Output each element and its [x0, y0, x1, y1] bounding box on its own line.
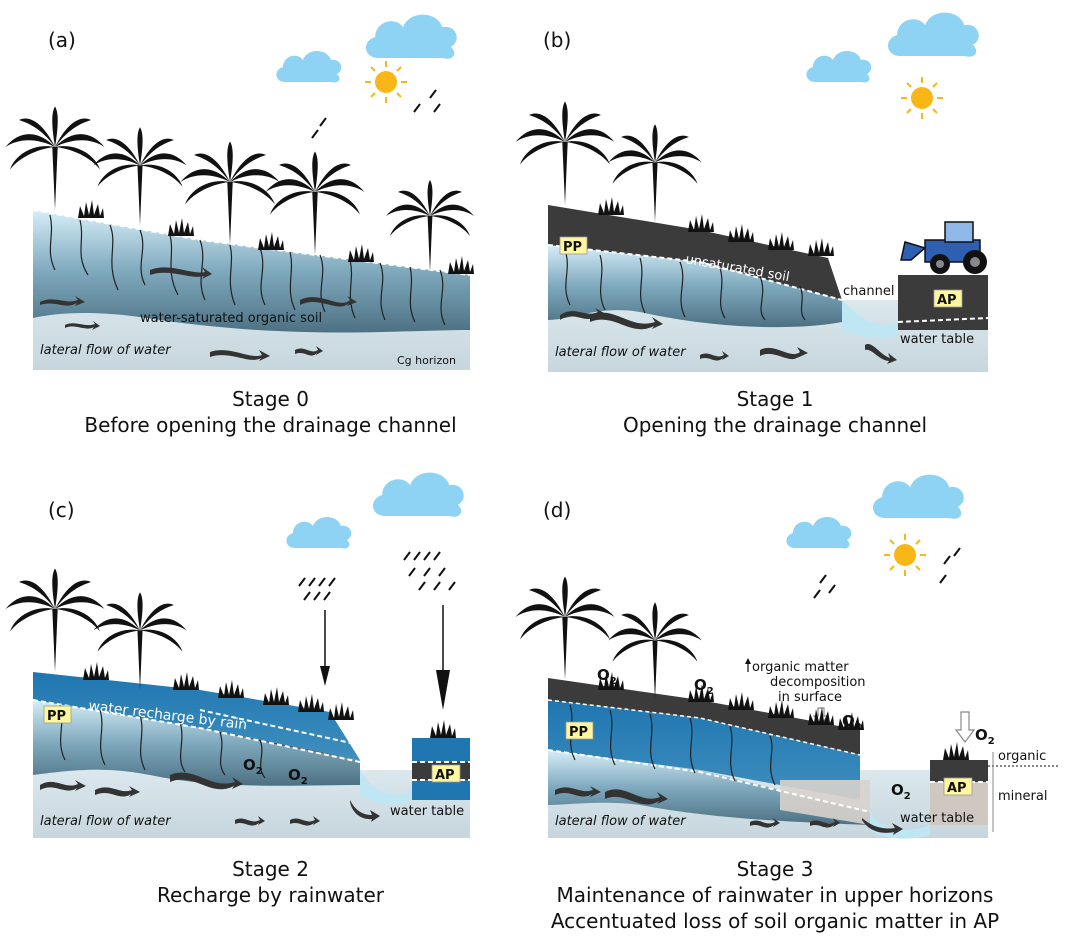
ap-badge — [431, 764, 461, 783]
label-o2: O2 — [597, 666, 617, 687]
label-lateral-flow: lateral flow of water — [40, 343, 172, 358]
label-o2: O2 — [842, 712, 862, 733]
label-o2: O2 — [243, 756, 263, 777]
panel-c-letter: (c) — [48, 498, 75, 522]
cloud-icon — [786, 517, 852, 549]
label-water-saturated: water-saturated organic soil — [140, 311, 322, 326]
channel-water — [360, 770, 412, 805]
caption-b: Stage 1 Opening the drainage channel — [540, 386, 1010, 438]
label-ap: AP — [947, 781, 967, 796]
label-o2: O2 — [975, 726, 995, 747]
label-channel: channel — [843, 284, 894, 299]
label-o2: O2 — [891, 781, 911, 802]
channel-water — [842, 300, 898, 338]
caption-d: Stage 3 Maintenance of rainwater in uppe… — [520, 856, 1030, 934]
pp-badge — [43, 705, 72, 724]
decomposed-zone — [780, 780, 870, 825]
panel-d-letter: (d) — [543, 498, 572, 522]
panel-a-letter: (a) — [48, 28, 76, 52]
label-lateral-flow: lateral flow of water — [555, 814, 687, 829]
rain-icon — [298, 551, 456, 601]
label-water-table: water table — [900, 811, 974, 826]
roots — [49, 214, 446, 326]
label-mineral: mineral — [998, 789, 1047, 804]
ap-badge — [933, 289, 963, 308]
panel-b-diagram: PP unsaturated soil channel AP water tab… — [515, 12, 989, 372]
stage-description: Opening the drainage channel — [622, 413, 928, 437]
label-pp: PP — [47, 709, 66, 724]
cloud-icon — [872, 474, 964, 519]
rain-icon — [311, 89, 441, 139]
stage-description: Recharge by rainwater — [156, 883, 385, 907]
saturated-soil-layer — [548, 245, 842, 328]
stage-title: Stage 1 — [736, 387, 814, 411]
label-decomposition-2: decomposition — [770, 675, 866, 690]
label-ap: AP — [937, 293, 957, 308]
deep-blue-layer — [548, 700, 860, 800]
label-ap: AP — [435, 768, 455, 783]
dark-surface-layer — [548, 678, 860, 755]
stage-description-1: Maintenance of rainwater in upper horizo… — [556, 883, 994, 907]
panel-a-diagram: water-saturated organic soil lateral flo… — [5, 14, 474, 370]
stage-title: Stage 2 — [232, 857, 309, 881]
stage-description: Before opening the drainage channel — [84, 413, 457, 437]
cloud-icon — [887, 12, 979, 57]
panel-b-letter: (b) — [543, 28, 572, 52]
label-lateral-flow: lateral flow of water — [555, 345, 687, 360]
caption-c: Stage 2 Recharge by rainwater — [33, 856, 508, 908]
stage-description-2: Accentuated loss of soil organic matter … — [550, 909, 1000, 933]
ap-badge — [943, 777, 973, 796]
tractor-icon — [900, 221, 987, 274]
pp-badge — [565, 721, 594, 740]
label-decomposition-1: organic matter — [752, 660, 849, 675]
label-o2: O2 — [694, 676, 714, 697]
sun-icon — [900, 76, 944, 120]
stage-title: Stage 0 — [232, 387, 309, 411]
flow-arrows — [40, 267, 357, 361]
saturated-soil-layer — [33, 700, 360, 786]
label-decomposition-3: in surface — [778, 690, 842, 705]
label-organic: organic — [998, 749, 1046, 764]
stage-title: Stage 3 — [736, 857, 814, 881]
sun-icon — [883, 533, 927, 577]
label-lateral-flow: lateral flow of water — [40, 814, 172, 829]
label-pp: PP — [563, 240, 582, 255]
label-cg-horizon: Cg horizon — [397, 354, 456, 367]
label-o2: O2 — [288, 766, 308, 787]
label-water-table: water table — [900, 332, 974, 347]
cloud-icon — [806, 51, 872, 83]
recharge-layer — [33, 672, 360, 760]
panel-c-diagram: PP water recharge by rain O2 O2 AP water… — [5, 472, 470, 838]
panel-d-diagram: PP O2 O2 O2 O2 O2 organic matter decompo… — [515, 474, 1060, 839]
caption-a: Stage 0 Before opening the drainage chan… — [33, 386, 508, 438]
unsaturated-soil-layer — [548, 205, 842, 300]
rain-icon — [813, 547, 961, 599]
pp-badge — [559, 236, 588, 255]
label-pp: PP — [569, 725, 588, 740]
label-water-table: water table — [390, 804, 464, 819]
